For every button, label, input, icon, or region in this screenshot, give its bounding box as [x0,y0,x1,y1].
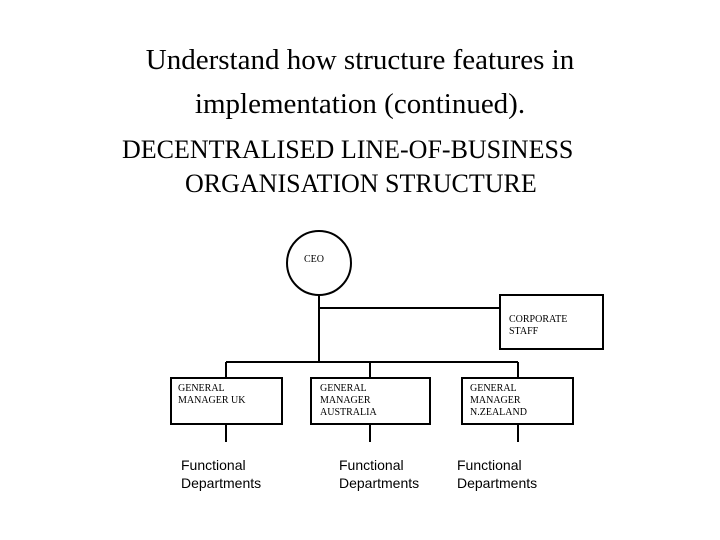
manager-nz-box: GENERAL MANAGER N.ZEALAND [461,377,574,425]
manager-australia-box: GENERAL MANAGER AUSTRALIA [310,377,431,425]
functional-uk-line-1: Functional [181,457,246,473]
manager-australia-line-2: MANAGER [320,395,371,406]
ceo-label: CEO [304,254,324,265]
corporate-staff-line-1: CORPORATE [509,314,568,325]
corporate-staff-box: CORPORATE STAFF [499,294,604,350]
title-line-2: implementation (continued). [194,88,526,120]
corporate-staff-line-2: STAFF [509,326,539,337]
manager-australia-line-3: AUSTRALIA [320,407,377,418]
functional-nz-line-2: Departments [457,475,538,491]
slide-subtitle: DECENTRALISED LINE-OF-BUSINESS ORGANISAT… [122,133,573,201]
manager-australia-line-1: GENERAL [320,383,367,394]
slide-title: Understand how structure features in imp… [0,38,720,126]
functional-nz-line-1: Functional [457,457,522,473]
ceo-node: CEO [286,230,352,296]
manager-uk-line-2: MANAGER UK [178,395,246,406]
functional-australia-line-1: Functional [339,457,404,473]
functional-departments-australia: Functional Departments [339,456,419,492]
subtitle-line-2: ORGANISATION STRUCTURE [185,169,537,198]
subtitle-line-1: DECENTRALISED LINE-OF-BUSINESS [122,135,574,164]
functional-departments-nz: Functional Departments [457,456,537,492]
functional-australia-line-2: Departments [339,475,420,491]
manager-nz-line-2: MANAGER [470,395,521,406]
functional-departments-uk: Functional Departments [181,456,261,492]
manager-uk-line-1: GENERAL [178,383,225,394]
manager-uk-box: GENERAL MANAGER UK [170,377,283,425]
manager-nz-line-1: GENERAL [470,383,517,394]
manager-nz-line-3: N.ZEALAND [470,407,527,418]
title-line-1: Understand how structure features in [145,44,575,76]
functional-uk-line-2: Departments [181,475,262,491]
